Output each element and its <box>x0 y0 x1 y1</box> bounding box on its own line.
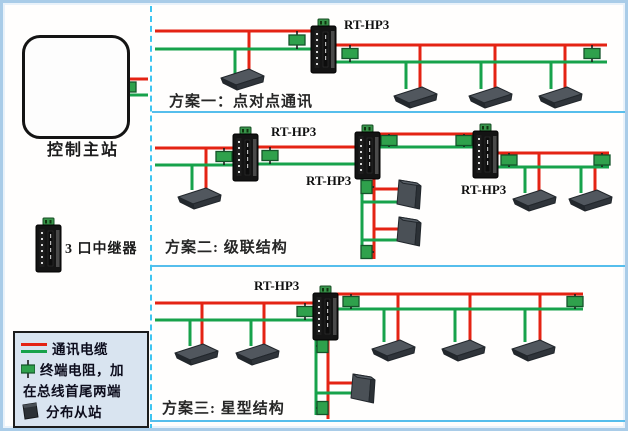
legend-terminator-label-cont: 在总线首尾两端 <box>23 384 121 399</box>
legend-cable-label: 通讯电缆 <box>52 342 108 357</box>
bottom-divider <box>150 420 625 422</box>
repeater-model-label-scheme2-a: RT-HP3 <box>271 124 317 139</box>
green-cables <box>113 47 609 415</box>
repeater-model-label-scheme3: RT-HP3 <box>254 278 300 293</box>
legend-row-cable: 通讯电缆 <box>21 338 143 358</box>
legend-row-terminator: 终端电阻，加 <box>21 359 143 379</box>
legend-terminator-label: 终端电阻，加 <box>40 363 124 378</box>
red-cables <box>113 29 609 419</box>
legend-slave-label: 分布从站 <box>46 405 102 420</box>
scheme1-scheme2-divider <box>152 111 625 113</box>
slave-device-icon <box>22 402 39 420</box>
scheme1-caption: 方案一：点对点通讯 <box>169 94 314 110</box>
cable-pair-icon <box>21 343 47 353</box>
master-station-panel <box>22 35 130 139</box>
column-separator <box>150 6 152 428</box>
legend-row-slave: 分布从站 <box>21 401 143 421</box>
scheme3-caption: 方案三: 星型结构 <box>162 401 285 417</box>
scheme2-scheme3-divider <box>152 265 625 267</box>
legend-row-terminator-cont: 在总线首尾两端 <box>21 380 143 400</box>
repeater-name-label: 3 口中继器 <box>65 242 138 257</box>
legend-box: 通讯电缆 终端电阻，加 在总线首尾两端 分布从站 <box>13 331 149 428</box>
scheme2-caption: 方案二: 级联结构 <box>165 240 288 256</box>
repeater-model-label-scheme2-b: RT-HP3 <box>306 173 352 188</box>
terminator-resistors <box>119 31 611 416</box>
master-station-label: 控制主站 <box>47 142 120 159</box>
repeater-model-label-scheme1: RT-HP3 <box>344 17 390 32</box>
repeater-model-label-scheme2-c: RT-HP3 <box>461 182 507 197</box>
terminator-icon <box>21 360 35 378</box>
